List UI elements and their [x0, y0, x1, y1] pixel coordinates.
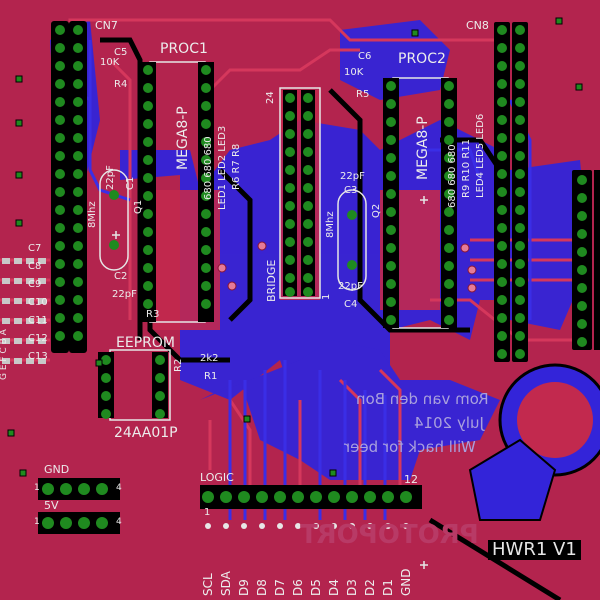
logic-pin1-label: 1 [204, 507, 211, 518]
gnd-label: GND [44, 463, 70, 476]
mega2-label: MEGA8-P [415, 116, 431, 180]
logic-testpoints [205, 523, 409, 529]
gnd-pin4-label: 4 [116, 483, 122, 493]
signal-d1: D1 [381, 579, 395, 596]
right-edge-connector [572, 170, 600, 350]
date-credit: July 2014 [414, 414, 484, 432]
c9-label: C9 [28, 279, 42, 290]
leds-right-r-label: R9 R10 R11 [461, 138, 472, 198]
logic-pin12-label: 12 [404, 473, 418, 486]
22pf-1-label: 22pF [105, 165, 116, 190]
proc1-pins [143, 65, 211, 309]
5v-pin4-label: 4 [116, 517, 122, 527]
signal-d2: D2 [363, 579, 377, 596]
red-vias [217, 241, 477, 293]
round-logo [468, 363, 600, 521]
r1-label: R1 [204, 371, 218, 382]
r5-label: R5 [356, 89, 370, 100]
smd-cap-cluster [2, 258, 46, 364]
leds-right-label: LED4 LED5 LED6 [475, 113, 486, 198]
motto-credit: Will hack for beer [344, 438, 476, 456]
bridge-label: BRIDGE [265, 259, 278, 302]
gnd-pin1-label: 1 [34, 483, 40, 493]
cn7-label: CN7 [95, 19, 118, 32]
c2-label: C2 [114, 271, 128, 282]
leds-left-r-label: R6 R7 R8 [231, 143, 242, 190]
leds-right-v-label: 680 680 680 [447, 144, 458, 208]
bridge-pin24-label: 24 [265, 91, 276, 104]
r2-label: R2 [173, 358, 184, 372]
c3-label: C3 [344, 185, 358, 196]
c8-label: C8 [28, 261, 42, 272]
version-badge: HWR1 V1 [488, 540, 581, 560]
bridge-pin1-label: 1 [321, 293, 332, 300]
22pf-2-label: 22pF [112, 289, 137, 300]
q1-label: Q1 [133, 199, 144, 214]
c12-label: C12 [28, 333, 48, 344]
5v-pin1-label: 1 [34, 517, 40, 527]
c13-label: C13 [28, 351, 48, 362]
signal-d4: D4 [327, 579, 341, 596]
gnd-pins [42, 483, 108, 495]
10k-b-label: 10K [344, 67, 364, 78]
22pf-4-label: 22pF [338, 281, 363, 292]
crystal-pads [109, 190, 357, 270]
leds-left-label: LED1 LED2 LED3 [217, 125, 228, 210]
c10-label: C10 [28, 297, 48, 308]
right-edge-pads [577, 175, 587, 347]
silk-marks [112, 196, 428, 569]
8mhz-2-label: 8Mhz [325, 211, 336, 238]
22pf-3-label: 22pF [340, 171, 365, 182]
8mhz-1-label: 8Mhz [87, 201, 98, 228]
proc2-label: PROC2 [398, 51, 446, 67]
signal-d3: D3 [345, 579, 359, 596]
proc2-pins [386, 81, 454, 325]
r3-label: R3 [146, 309, 160, 320]
eeprom-pins [101, 355, 165, 419]
signal-d5: D5 [309, 579, 323, 596]
eeprom-chip [98, 349, 171, 421]
q2-label: Q2 [371, 203, 382, 218]
eeprom-label: EEPROM [116, 335, 175, 351]
signal-d6: D6 [291, 579, 305, 596]
v5-pins [42, 517, 108, 529]
cn8-label: CN8 [466, 19, 489, 32]
cn8-pad-holes [497, 25, 525, 359]
author-credit: Rom van den Bon [356, 390, 489, 408]
2k2-label: 2k2 [200, 353, 219, 364]
bridge-pins [285, 93, 313, 297]
eeprom-part-label: 24AA01P [114, 425, 178, 441]
mega1-label: MEGA8-P [175, 106, 191, 170]
signal-sda: SDA [219, 571, 233, 596]
c11-label: C11 [28, 315, 48, 326]
logic-label: LOGIC [200, 471, 234, 484]
crystal-outlines [99, 169, 367, 291]
r4-label: R4 [114, 79, 128, 90]
brand-logo-text: PROTOPORT [300, 520, 479, 550]
proc1-label: PROC1 [160, 41, 208, 57]
signal-d9: D9 [237, 579, 251, 596]
c1-label: C1 [125, 176, 136, 190]
cn7-pad-holes [55, 25, 83, 341]
c6-label: C6 [358, 51, 372, 62]
side-letters: G E F C B A [0, 329, 9, 380]
5v-label: 5V [44, 499, 59, 512]
signal-d7: D7 [273, 579, 287, 596]
10k-a-label: 10K [100, 57, 120, 68]
c5-label: C5 [114, 47, 128, 58]
c4-label: C4 [344, 299, 358, 310]
signal-d8: D8 [255, 579, 269, 596]
signal-scl: SCL [201, 573, 215, 596]
signal-gnd: GND [399, 568, 413, 596]
c7-label: C7 [28, 243, 42, 254]
logic-pins [202, 491, 412, 503]
leds-left-v-label: 680 680 680 [203, 136, 214, 200]
